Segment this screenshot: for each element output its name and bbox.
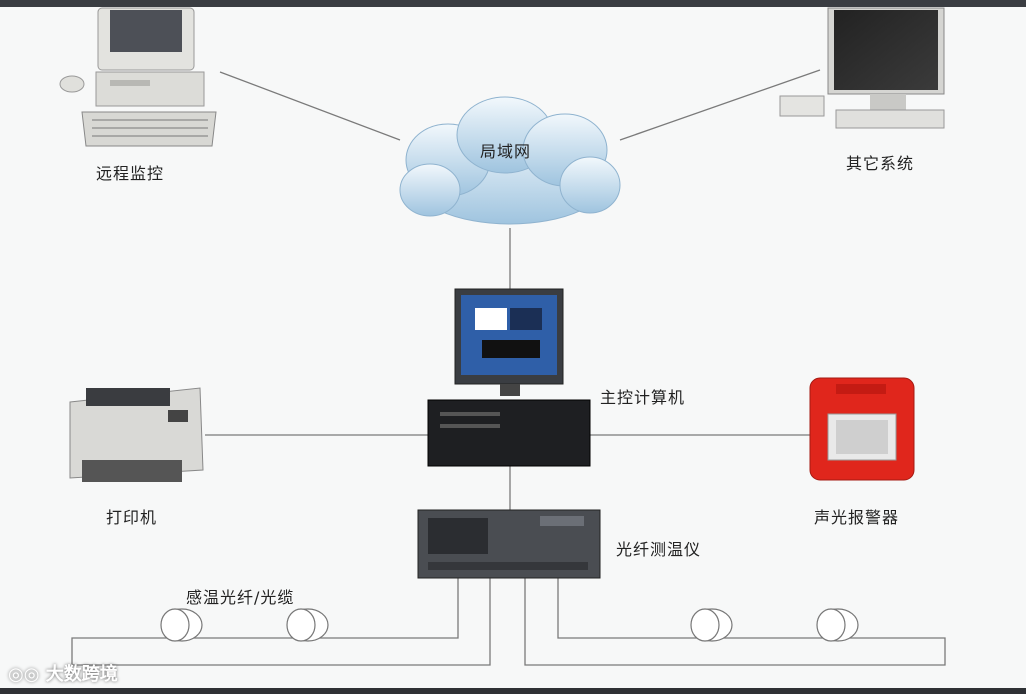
alarm-label: 声光报警器: [814, 504, 899, 528]
watermark-logo-icon: ◎◎: [8, 664, 39, 685]
fiber-coil-icons: [161, 609, 858, 641]
dts-label: 光纤测温仪: [616, 536, 701, 560]
printer-label: 打印机: [106, 504, 157, 528]
main-computer-icon: [428, 289, 590, 466]
alarm-icon: [810, 378, 914, 480]
main-computer-label: 主控计算机: [600, 384, 685, 408]
lan-label: 局域网: [480, 138, 531, 162]
other-system-computer-icon: [780, 8, 944, 128]
dts-unit-icon: [418, 510, 600, 578]
bottom-bar: [0, 688, 1026, 694]
remote-computer-icon: [60, 8, 216, 146]
other-system-label: 其它系统: [846, 150, 914, 174]
fiber-label: 感温光纤/光缆: [186, 584, 294, 608]
remote-monitoring-label: 远程监控: [96, 160, 164, 184]
watermark-text: 大数跨境: [46, 664, 118, 685]
watermark: ◎◎ 大数跨境: [8, 660, 118, 686]
printer-icon: [70, 388, 203, 482]
